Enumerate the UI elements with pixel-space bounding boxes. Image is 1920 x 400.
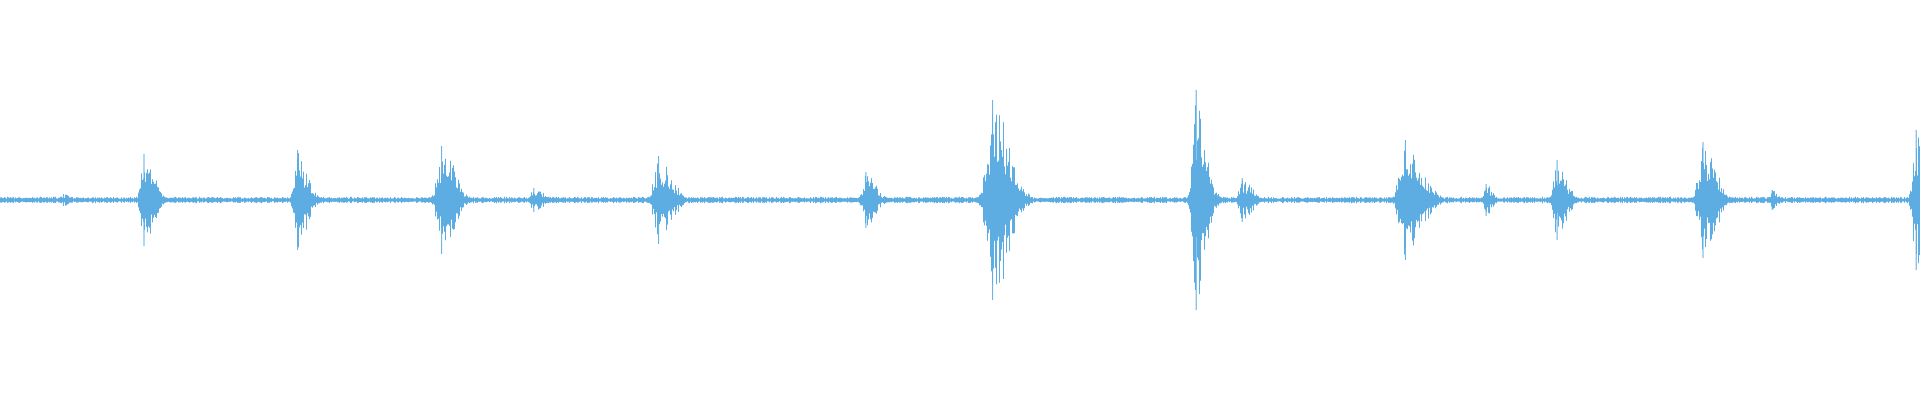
waveform-trace	[0, 90, 1920, 310]
